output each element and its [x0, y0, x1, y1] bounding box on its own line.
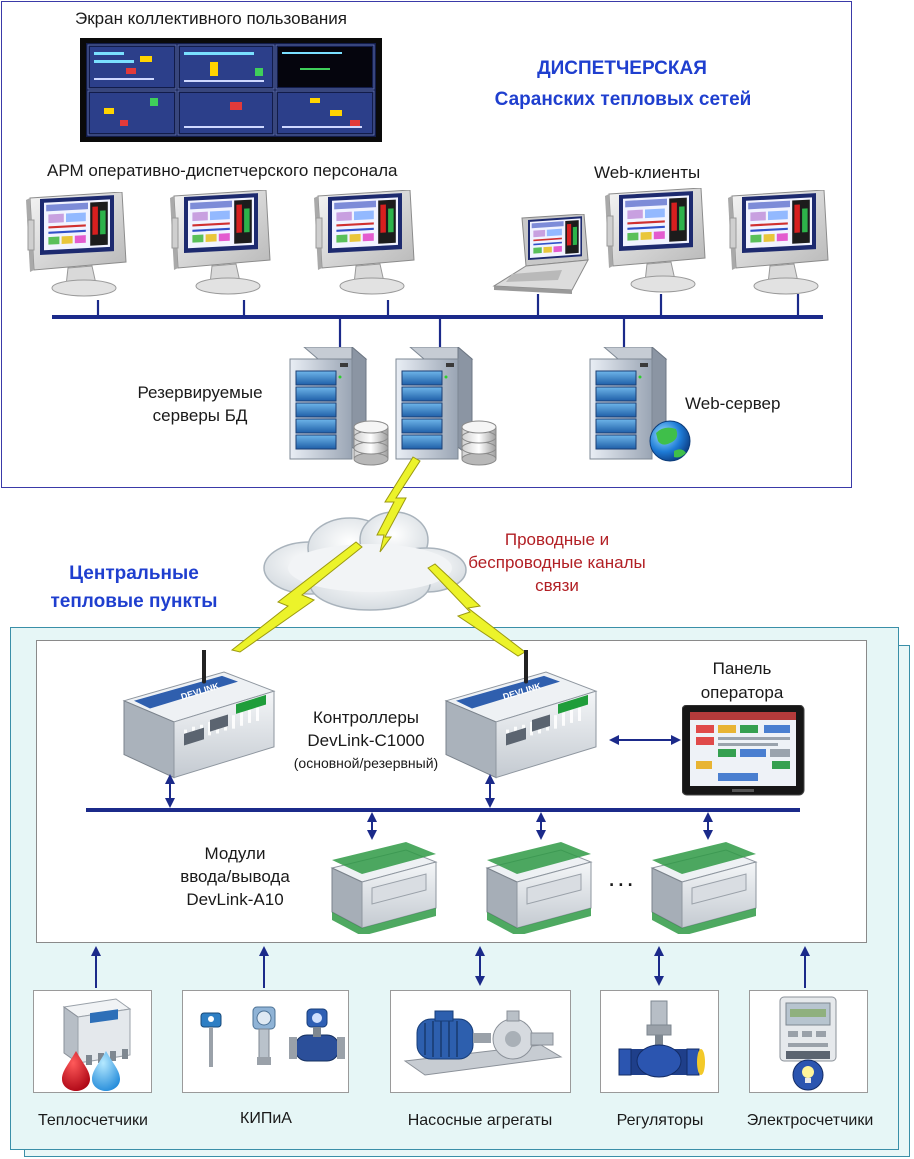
operator-panel — [682, 705, 805, 796]
db-servers-label: Резервируемые серверы БД — [120, 381, 280, 427]
links-label-line2: беспроводные каналы — [468, 553, 646, 572]
field-label-pump-units: Насосные агрегаты — [407, 1112, 553, 1129]
field-label-regulators: Регуляторы — [616, 1112, 704, 1129]
ctp-title-line1: Центральные — [69, 563, 199, 584]
io-modules-label-line1: Модули — [204, 844, 266, 863]
controllers-label-line3: (основной/резервный) — [293, 755, 439, 771]
io-modules-label: Модули ввода/вывода DevLink-A10 — [160, 842, 310, 911]
web-server-label: Web-сервер — [685, 394, 781, 413]
arm-workstation-3 — [314, 190, 444, 300]
controller-panel-link — [609, 735, 681, 745]
regulators-box — [600, 990, 719, 1093]
io-bus — [86, 774, 800, 840]
operator-panel-label: Панель оператора — [672, 657, 812, 705]
field-label-instrumentation: КИПиА — [240, 1110, 292, 1127]
controller-main: DEVLINK — [122, 650, 276, 780]
links-label-line3: связи — [535, 576, 579, 595]
pump-units-box — [390, 990, 571, 1093]
video-wall — [80, 38, 382, 142]
pump-unit-image — [403, 1010, 563, 1076]
electricity-meter-image — [779, 996, 837, 1091]
web-client-monitor-1 — [605, 188, 735, 298]
operator-panel-label-line1: Панель — [712, 659, 772, 678]
controllers-label: Контроллеры DevLink-C1000 (основной/резе… — [266, 706, 466, 775]
collective-screen-label: Экран коллективного пользования — [75, 9, 347, 28]
controller-reserve: DEVLINK — [444, 650, 598, 780]
arm-workstation-2 — [170, 190, 300, 300]
heat-meters-box — [33, 990, 152, 1093]
io-modules-label-line3: DevLink-A10 — [186, 890, 284, 909]
links-label-line1: Проводные и — [504, 530, 610, 549]
communication-cloud — [230, 456, 526, 657]
operator-panel-label-line2: оператора — [700, 683, 784, 702]
field-label-electricity-meters: Электросчетчики — [746, 1112, 874, 1129]
io-module-2 — [486, 841, 592, 934]
db-servers-label-line2: серверы БД — [152, 406, 248, 425]
io-modules-label-line2: ввода/вывода — [180, 867, 290, 886]
ctp-title-line2: тепловые пункты — [50, 591, 218, 612]
arm-workstation-1 — [26, 192, 156, 302]
dispatch-title-line1: ДИСПЕТЧЕРСКАЯ — [537, 58, 707, 79]
web-clients-label: Web-клиенты — [594, 163, 701, 182]
heat-meter-image — [62, 998, 132, 1091]
ctp-title: Центральные тепловые пункты — [14, 560, 254, 616]
web-client-laptop — [492, 214, 589, 294]
lan-bus — [52, 294, 823, 352]
dispatch-title-line2: Саранских тепловых сетей — [494, 89, 752, 110]
controllers-label-line2: DevLink-C1000 — [307, 731, 425, 750]
regulator-image — [618, 1000, 705, 1078]
instrumentation-box — [182, 990, 349, 1093]
db-servers-label-line1: Резервируемые — [137, 383, 263, 402]
links-label: Проводные и беспроводные каналы связи — [442, 528, 672, 597]
io-module-1 — [331, 841, 437, 934]
web-client-monitor-2 — [728, 190, 858, 300]
io-module-3 — [651, 841, 757, 934]
io-modules-ellipsis: ... — [608, 862, 636, 892]
field-links — [91, 946, 810, 988]
web-server — [589, 347, 691, 462]
controllers-label-line1: Контроллеры — [312, 708, 420, 727]
instrumentation-image — [200, 1006, 345, 1067]
arm-label: АРМ оперативно-диспетчерского персонала — [47, 161, 398, 180]
electricity-meters-box — [749, 990, 868, 1093]
field-label-heat-meters: Теплосчетчики — [38, 1112, 148, 1129]
